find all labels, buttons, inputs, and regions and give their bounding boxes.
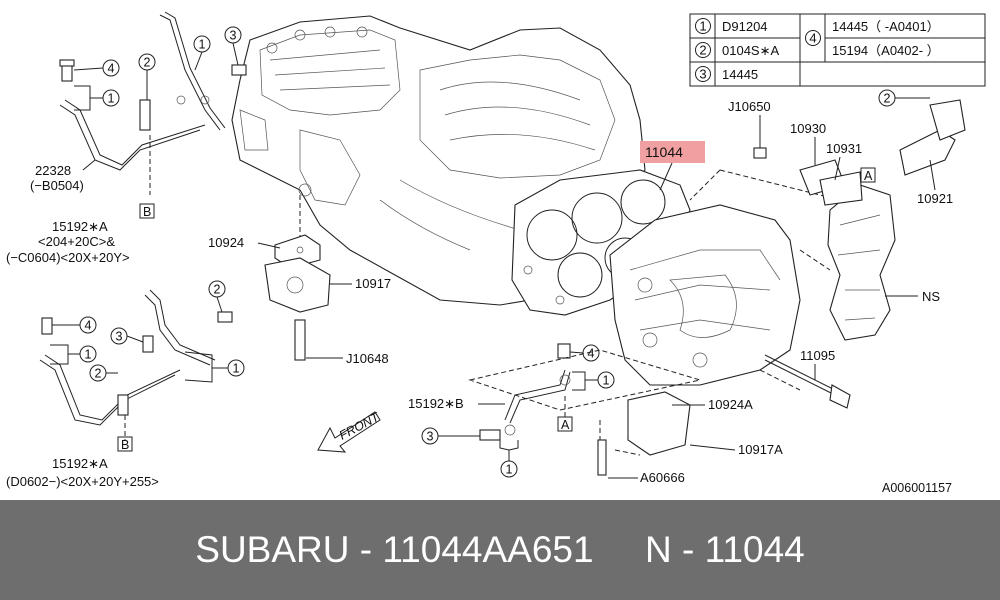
center-oil-pipe-drawing bbox=[468, 343, 701, 476]
svg-text:1: 1 bbox=[108, 92, 115, 106]
part-ns-label: NS bbox=[922, 289, 940, 304]
ref-box-b-bottom: B bbox=[117, 436, 133, 452]
legend-group-4-line2: 15194（A0402- ） bbox=[832, 43, 940, 58]
legend-row-3: 3 14445 bbox=[695, 66, 758, 82]
part-15192a-bottom-label: 15192∗A bbox=[52, 456, 108, 471]
legend-row-2-number: 2 bbox=[699, 43, 706, 58]
part-10924a-label: 10924A bbox=[708, 397, 753, 412]
part-10917-label: 10917 bbox=[355, 276, 391, 291]
legend-row-1: 1 D91204 bbox=[695, 18, 768, 34]
legend-group-4: 4 14445（ -A0401） 15194（A0402- ） bbox=[805, 19, 940, 58]
callouts: 1 3 4 1 2 2 4 3 1 2 1 4 1 3 1 2 bbox=[50, 26, 930, 478]
bolt-11095-drawing bbox=[764, 354, 851, 409]
legend-table: 1 D91204 2 0104S∗A 3 14445 4 14445（ -A04… bbox=[689, 13, 986, 87]
svg-text:2: 2 bbox=[144, 56, 151, 70]
part-15192a-bottom-note: (D0602−)<20X+20Y+255> bbox=[6, 474, 159, 489]
lower-oil-pipe-drawing bbox=[39, 289, 233, 440]
front-direction-arrow: FRONT bbox=[317, 409, 383, 453]
legend-row-2-code: 0104S∗A bbox=[722, 43, 779, 58]
part-15192b-label: 15192∗B bbox=[408, 396, 464, 411]
part-11044-highlight[interactable]: 11044 bbox=[640, 141, 705, 191]
legend-row-1-number: 1 bbox=[699, 19, 706, 34]
svg-text:A: A bbox=[864, 169, 873, 183]
svg-text:B: B bbox=[121, 438, 129, 452]
document-id: A006001157 bbox=[882, 481, 952, 495]
part-15192a-top-label: 15192∗A bbox=[52, 219, 108, 234]
part-number-caption: SUBARU - 11044AA651 N - 11044 bbox=[195, 529, 805, 570]
part-11044-label: 11044 bbox=[645, 144, 683, 160]
svg-text:4: 4 bbox=[108, 62, 115, 76]
part-15192a-top-note2: (−C0604)<20X+20Y> bbox=[6, 250, 130, 265]
legend-row-1-code: D91204 bbox=[722, 19, 768, 34]
svg-text:4: 4 bbox=[588, 347, 595, 361]
svg-text:2: 2 bbox=[884, 92, 891, 106]
legend-row-2: 2 0104S∗A bbox=[695, 42, 779, 58]
svg-text:3: 3 bbox=[427, 430, 434, 444]
svg-text:1: 1 bbox=[506, 463, 513, 477]
part-10924-label: 10924 bbox=[208, 235, 244, 250]
camshaft-assembly-drawing bbox=[799, 99, 966, 341]
svg-text:1: 1 bbox=[233, 362, 240, 376]
svg-text:3: 3 bbox=[116, 330, 123, 344]
svg-text:1: 1 bbox=[603, 374, 610, 388]
svg-text:2: 2 bbox=[95, 367, 102, 381]
ref-box-b-top: B bbox=[139, 203, 155, 219]
parts-diagram: 1 D91204 2 0104S∗A 3 14445 4 14445（ -A04… bbox=[6, 11, 986, 495]
footer-bar: SUBARU - 11044AA651 N - 11044 bbox=[0, 500, 1000, 600]
part-10917a-label: 10917A bbox=[738, 442, 783, 457]
part-11095-label: 11095 bbox=[800, 348, 835, 363]
ref-box-a-right: A bbox=[860, 167, 876, 183]
part-a60666-label: A60666 bbox=[640, 470, 685, 485]
part-22328-note: (−B0504) bbox=[30, 178, 84, 193]
part-j10648-label: J10648 bbox=[346, 351, 389, 366]
front-label: FRONT bbox=[337, 409, 383, 442]
svg-text:1: 1 bbox=[85, 348, 92, 362]
part-j10650-label: J10650 bbox=[728, 99, 771, 114]
upper-oil-pipe-drawing bbox=[59, 11, 301, 240]
legend-row-3-number: 3 bbox=[699, 67, 706, 82]
part-10931-label: 10931 bbox=[826, 141, 862, 156]
part-10921-label: 10921 bbox=[917, 191, 953, 206]
part-10930-label: 10930 bbox=[790, 121, 826, 136]
svg-text:4: 4 bbox=[85, 319, 92, 333]
svg-text:2: 2 bbox=[214, 283, 221, 297]
svg-text:A: A bbox=[561, 418, 570, 432]
svg-text:B: B bbox=[143, 205, 151, 219]
svg-text:1: 1 bbox=[199, 38, 206, 52]
svg-text:3: 3 bbox=[230, 29, 237, 43]
ref-box-a-center: A bbox=[557, 395, 573, 432]
oil-control-valve-left-drawing bbox=[264, 234, 331, 361]
legend-group-4-line1: 14445（ -A0401） bbox=[832, 19, 940, 34]
part-22328-label: 22328 bbox=[35, 163, 71, 178]
legend-group-4-number: 4 bbox=[809, 31, 816, 46]
legend-row-3-code: 14445 bbox=[722, 67, 758, 82]
part-15192a-top-note1: <204+20C>& bbox=[38, 234, 115, 249]
cylinder-head-drawing bbox=[609, 169, 841, 391]
